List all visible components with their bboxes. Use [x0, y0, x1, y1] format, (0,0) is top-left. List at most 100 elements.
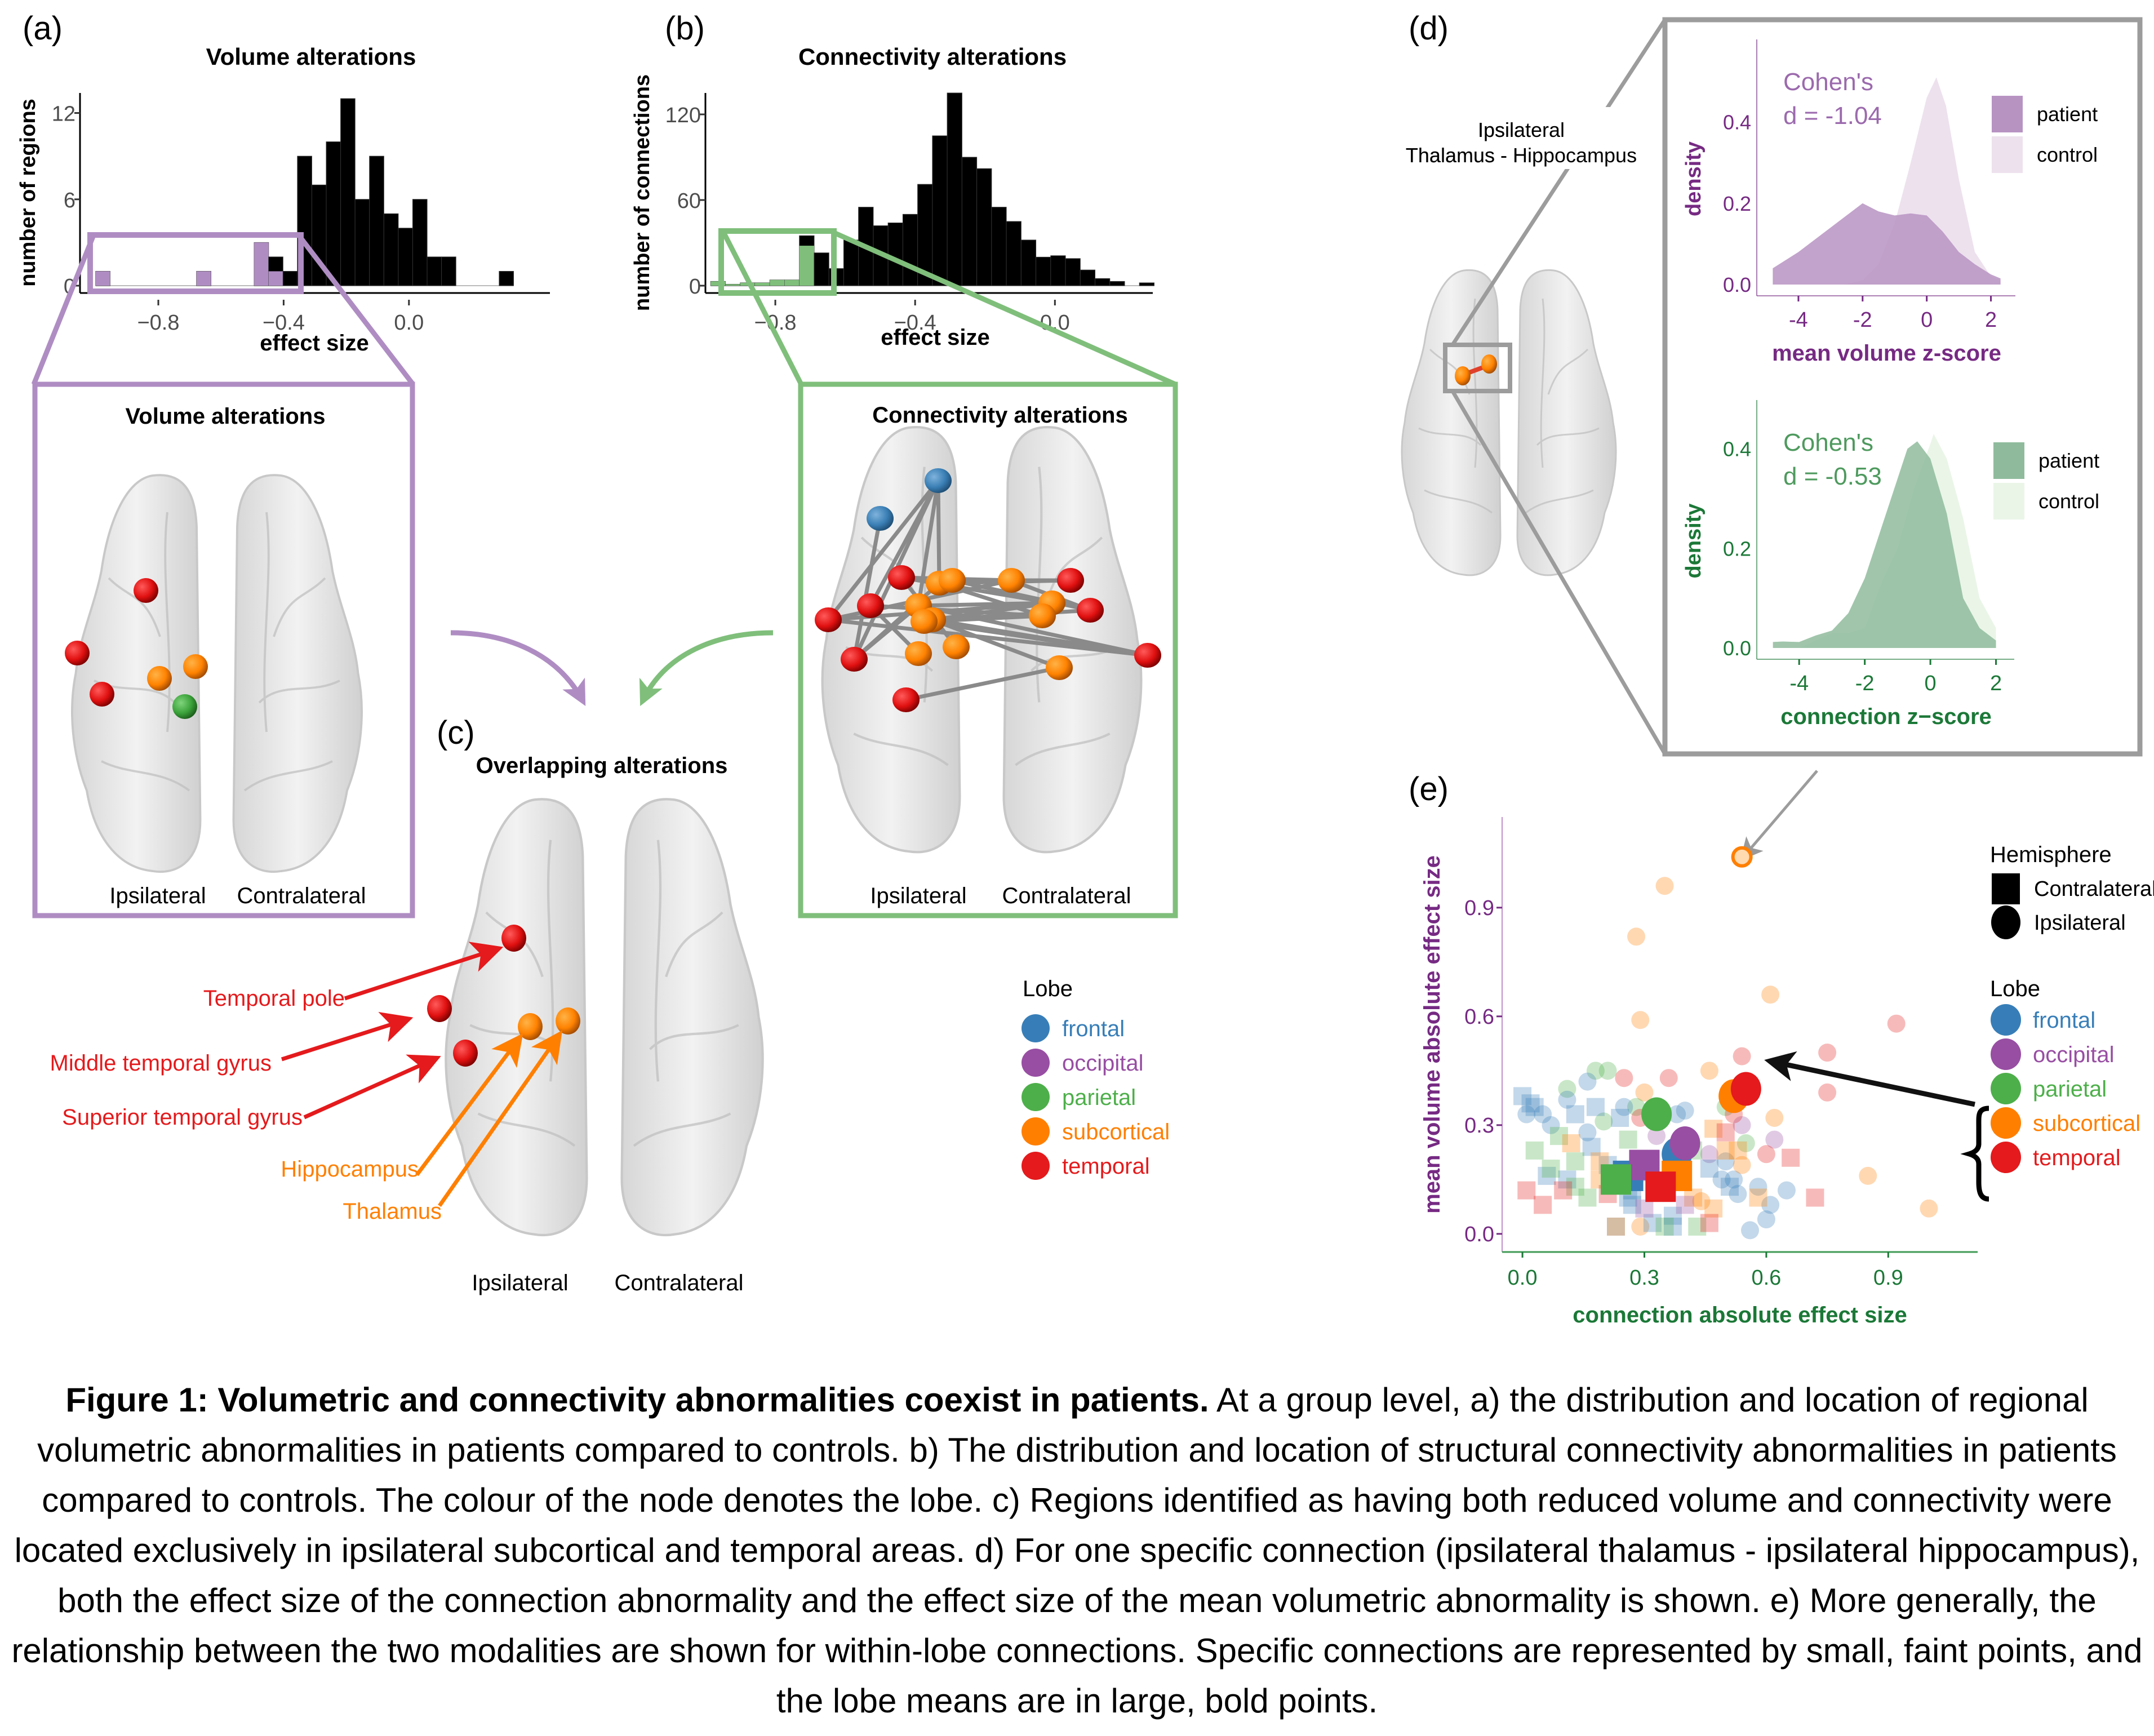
connectivity-brain-left-label: Ipsilateral [870, 883, 966, 908]
overlap-title: Overlapping alterations [476, 753, 728, 778]
density-area-patient [1773, 441, 1996, 648]
hist-bar [976, 168, 992, 286]
node-temporal [134, 578, 158, 603]
hist-bar-highlight [784, 279, 800, 286]
point-frontal-ipsilateral [1749, 1178, 1767, 1196]
point-frontal-ipsilateral [1517, 1105, 1536, 1124]
y-tick-label: 6 [64, 189, 75, 212]
point-parietal-contralateral [1688, 1217, 1707, 1236]
node-temporal [1077, 598, 1104, 623]
legend-label-subcortical: subcortical [2033, 1111, 2140, 1136]
label-thalamus: Thalamus [343, 1199, 442, 1224]
point-contralateral-contralateral [1513, 1087, 1532, 1105]
point-parietal-contralateral [1542, 1160, 1560, 1178]
figure-caption: Figure 1: Volumetric and connectivity ab… [0, 1375, 2154, 1726]
y-tick-label: 60 [677, 189, 701, 213]
density-area-patient [1773, 203, 2001, 285]
point-temporal-ipsilateral [1615, 1069, 1633, 1087]
point-subcortical-ipsilateral [1920, 1199, 1938, 1218]
point-occipital-ipsilateral [1733, 1116, 1751, 1134]
hist-bar [1095, 278, 1111, 286]
legend-swatch-control [1992, 136, 2023, 173]
hist-bar [398, 228, 413, 286]
hist-b-zoom-box [718, 228, 837, 296]
x-tick-label: 2 [1985, 308, 1997, 332]
hist-bar-highlight [196, 271, 211, 286]
point-parietal-ipsilateral [1586, 1062, 1605, 1080]
point-subcortical-ipsilateral [1761, 985, 1780, 1004]
node-hippocampus [518, 1013, 543, 1040]
point-temporal-contralateral [1534, 1196, 1552, 1214]
point-temporal-contralateral [1554, 1181, 1573, 1200]
hist-bar [1006, 221, 1022, 286]
hist-bar [1080, 269, 1096, 286]
point-frontal-contralateral [1606, 1217, 1625, 1236]
density-xlabel: mean volume z-score [1772, 341, 2001, 366]
overlap-left-label: Ipsilateral [472, 1271, 568, 1295]
y-tick-label: 0.2 [1723, 537, 1751, 560]
zoom-line-d-bottom [1450, 390, 1667, 755]
node-temporal [841, 647, 868, 672]
label-temporal-pole: Temporal pole [203, 986, 345, 1011]
right-hemisphere [232, 474, 363, 873]
annotation-arrow-superior-temporal [303, 1054, 441, 1120]
hist-bar-highlight [799, 246, 814, 286]
connectivity-edge [868, 478, 940, 608]
label-backdrop [1520, 107, 1661, 169]
node-subcortical [998, 568, 1025, 593]
node-temporal [1057, 568, 1084, 593]
x-tick-label: −0.8 [137, 311, 179, 335]
connectivity-edge [930, 608, 1092, 622]
caption-bold: Figure 1: Volumetric and connectivity ab… [65, 1381, 1209, 1419]
mean-parietal-contralateral [1600, 1164, 1631, 1195]
node-thalamus [1455, 366, 1471, 385]
node-temporal [1134, 643, 1161, 668]
highlighted-point-thalamus-hippocampus [1731, 846, 1753, 868]
point-temporal-ipsilateral [1887, 1014, 1906, 1033]
density-ylabel: density [1682, 503, 1706, 578]
scatter-xlabel: connection absolute effect size [1573, 1303, 1907, 1327]
x-tick-label: -4 [1789, 308, 1808, 332]
connectivity-edge [852, 516, 882, 661]
connectivity-edge [826, 618, 1150, 658]
point-occipital-ipsilateral [1700, 1145, 1718, 1164]
x-tick-label: 0.9 [1873, 1266, 1903, 1290]
scatter-ylabel: mean volume absolute effect size [1420, 855, 1445, 1214]
panel-label-c: (c) [437, 714, 475, 751]
point-frontal-ipsilateral [1716, 1152, 1735, 1171]
y-tick-label: 0.0 [1723, 637, 1751, 660]
node-subcortical [147, 666, 172, 691]
node-subcortical [1046, 655, 1073, 680]
legend-swatch-occipital [1022, 1049, 1050, 1077]
legend-swatch-subcortical [1991, 1107, 2021, 1139]
point-parietal-ipsilateral [1595, 1112, 1613, 1131]
merge-arrow-connectivity [639, 630, 774, 707]
point-subcortical-ipsilateral [1635, 1083, 1654, 1102]
legend-label-control: control [2037, 143, 2098, 166]
hist-a-zoom-box [87, 232, 304, 294]
y-tick-label: 0.3 [1464, 1114, 1494, 1138]
pointer-arrow-black [1764, 1051, 1975, 1107]
point-subcortical-ipsilateral [1627, 927, 1646, 946]
point-subcortical-ipsilateral [1765, 1108, 1784, 1127]
volume-brain-right-label: Contralateral [237, 883, 366, 908]
lobe-legend-title: Lobe [1990, 976, 2040, 1001]
x-tick-label: 0.0 [1508, 1266, 1538, 1290]
node-subcortical [911, 609, 938, 634]
legend-label-ipsilateral: Ipsilateral [2034, 911, 2126, 935]
x-tick-label: −0.4 [263, 311, 305, 335]
point-frontal-contralateral [1663, 1217, 1682, 1236]
point-frontal-contralateral [1538, 1166, 1556, 1185]
lobe-legend: Lobe frontaloccipitalparietalsubcortical… [1022, 976, 1170, 1180]
point-frontal-ipsilateral [1578, 1123, 1597, 1142]
x-tick-label: 0.3 [1629, 1266, 1659, 1290]
node-temporal [892, 687, 920, 712]
zoom-line-d-top [1451, 19, 1667, 346]
hist-bar [383, 213, 399, 286]
merge-arrow-volume [450, 630, 586, 706]
legend-label-subcortical: subcortical [1062, 1120, 1170, 1144]
